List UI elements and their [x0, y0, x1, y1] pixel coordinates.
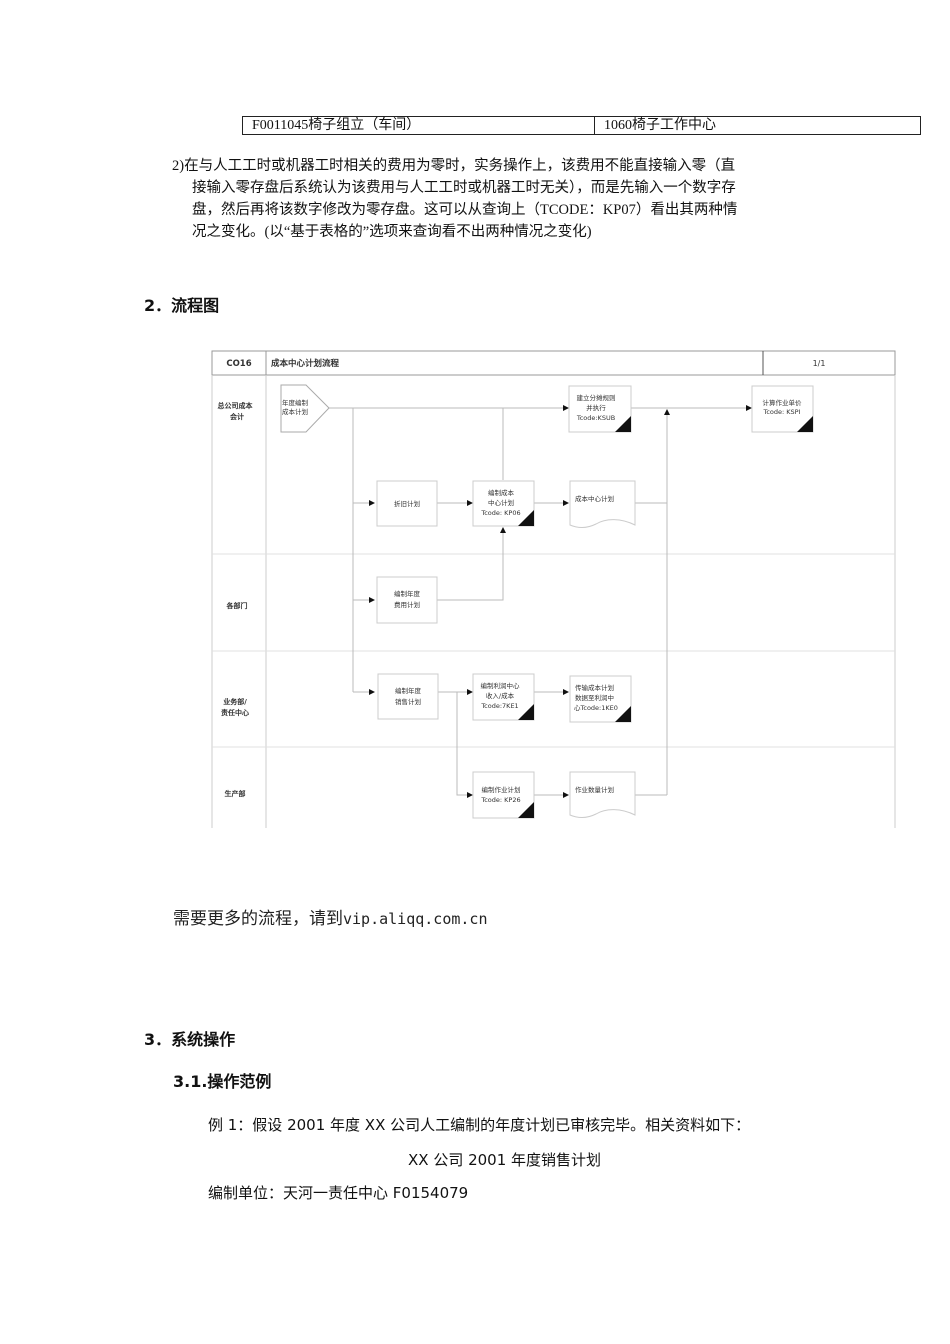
swimlane-label-hq-cost-accounting: 总公司成本 会计 — [218, 401, 253, 421]
section-heading-flowchart: 2．流程图 — [144, 296, 220, 315]
svg-text:并执行: 并执行 — [586, 403, 606, 412]
more-processes-text: 需要更多的流程，请到 — [173, 909, 343, 929]
table-cell-cost-center: F0011045椅子组立（车间） — [243, 117, 595, 134]
flow-node-cost-center-plan-document: 成本中心计划 — [569, 480, 636, 528]
swimlane-label-production: 生产部 — [225, 789, 246, 798]
flowchart-page: 1/1 — [813, 359, 826, 368]
swimlane-label-departments: 各部门 — [226, 601, 248, 610]
flow-node-annual-sales-plan: 编制年度 销售计划 — [377, 673, 439, 720]
table-cell-work-center: 1060椅子工作中心 — [604, 118, 716, 133]
svg-text:计算作业单价: 计算作业单价 — [763, 398, 803, 407]
svg-text:编制年度: 编制年度 — [394, 589, 421, 598]
svg-text:成本中心计划: 成本中心计划 — [575, 494, 614, 503]
svg-text:生产部: 生产部 — [225, 789, 246, 798]
note-line: 况之变化。(以“基于表格的”选项来查询看不出两种情况之变化) — [192, 224, 592, 240]
svg-text:编制成本: 编制成本 — [488, 488, 515, 497]
flow-node-kp26: 编制作业计划 Tcode: KP26 — [472, 771, 535, 819]
svg-text:责任中心: 责任中心 — [221, 708, 249, 717]
cost-center-planning-flowchart: CO16 成本中心计划流程 1/1 总公司成本 会计 各部门 业务部/ 责任中心… — [211, 350, 896, 828]
subsection-heading-operation-example: 3.1.操作范例 — [173, 1072, 272, 1091]
svg-text:业务部/: 业务部/ — [223, 697, 247, 706]
svg-text:心Tcode:1KE0: 心Tcode:1KE0 — [574, 704, 618, 712]
flow-node-start-annual-plan: 年度编制 成本计划 — [280, 384, 330, 433]
svg-text:数据至利润中: 数据至利润中 — [575, 693, 614, 702]
svg-text:编制利润中心: 编制利润中心 — [481, 681, 521, 690]
flow-node-ksub: 建立分摊规则 并执行 Tcode:KSUB — [568, 385, 632, 433]
flowchart-code: CO16 — [226, 359, 251, 369]
svg-text:年度编制: 年度编制 — [282, 398, 309, 407]
note-line: 2)在与人工工时或机器工时相关的费用为零时，实务操作上，该费用不能直接输入零（直 — [172, 158, 736, 174]
flow-node-activity-quantity-plan-document: 作业数量计划 — [569, 771, 636, 818]
svg-text:作业数量计划: 作业数量计划 — [575, 785, 614, 794]
flow-node-7ke1: 编制利润中心 收入/成本 Tcode:7KE1 — [472, 673, 535, 721]
svg-text:传输成本计划: 传输成本计划 — [575, 683, 614, 692]
section-heading-system-operation: 3．系统操作 — [144, 1030, 236, 1049]
svg-text:Tcode: KSPI: Tcode: KSPI — [762, 408, 800, 416]
svg-text:收入/成本: 收入/成本 — [486, 691, 515, 700]
flowchart-title: 成本中心计划流程 — [271, 358, 340, 369]
svg-text:Tcode: KP06: Tcode: KP06 — [480, 509, 520, 517]
svg-text:Tcode:7KE1: Tcode:7KE1 — [480, 702, 518, 710]
example-intro-text: 例 1：假设 2001 年度 XX 公司人工编制的年度计划已审核完毕。相关资料如… — [208, 1116, 751, 1134]
flow-node-kp06: 编制成本 中心计划 Tcode: KP06 — [472, 480, 535, 527]
note-line: 接输入零存盘后系统认为该费用与人工工时或机器工时无关），而是先输入一个数字存 — [192, 180, 736, 196]
flow-node-kspi: 计算作业单价 Tcode: KSPI — [751, 385, 814, 433]
svg-text:建立分摊规则: 建立分摊规则 — [577, 393, 616, 402]
cost-center-table-row: F0011045椅子组立（车间） 1060椅子工作中心 — [242, 116, 921, 135]
svg-text:总公司成本: 总公司成本 — [218, 401, 253, 410]
note-line: 盘，然后再将该数字修改为零存盘。这可以从查询上（TCODE：KP07）看出其两种… — [192, 202, 738, 218]
flow-node-dept-expense-plan: 编制年度 费用计划 — [376, 576, 438, 624]
more-processes-url-link[interactable]: vip.aliqq.com.cn — [343, 910, 488, 928]
more-processes-line: 需要更多的流程，请到vip.aliqq.com.cn — [173, 904, 488, 929]
svg-text:折旧计划: 折旧计划 — [394, 499, 420, 508]
swimlane-label-business-dept: 业务部/ 责任中心 — [221, 697, 249, 717]
svg-text:费用计划: 费用计划 — [394, 600, 420, 609]
note-paragraph: 2)在与人工工时或机器工时相关的费用为零时，实务操作上，该费用不能直接输入零（直… — [172, 155, 812, 243]
flow-node-depreciation-plan: 折旧计划 — [376, 480, 438, 527]
svg-text:各部门: 各部门 — [226, 601, 248, 610]
svg-text:中心计划: 中心计划 — [488, 498, 514, 507]
svg-text:销售计划: 销售计划 — [395, 697, 421, 706]
svg-text:编制作业计划: 编制作业计划 — [482, 785, 521, 794]
sales-plan-title: XX 公司 2001 年度销售计划 — [408, 1151, 602, 1169]
flow-node-1ke0: 传输成本计划 数据至利润中 心Tcode:1KE0 — [569, 675, 632, 723]
svg-text:编制年度: 编制年度 — [395, 686, 422, 695]
svg-text:Tcode: KP26: Tcode: KP26 — [480, 796, 520, 804]
flowchart-header: CO16 成本中心计划流程 1/1 — [211, 350, 896, 376]
flow-connectors — [329, 405, 752, 798]
preparing-unit-line: 编制单位：天河一责任中心 F0154079 — [208, 1184, 469, 1202]
svg-text:会计: 会计 — [230, 412, 244, 421]
svg-text:Tcode:KSUB: Tcode:KSUB — [576, 414, 615, 422]
svg-text:成本计划: 成本计划 — [282, 407, 308, 416]
swimlane-grid — [211, 375, 896, 828]
